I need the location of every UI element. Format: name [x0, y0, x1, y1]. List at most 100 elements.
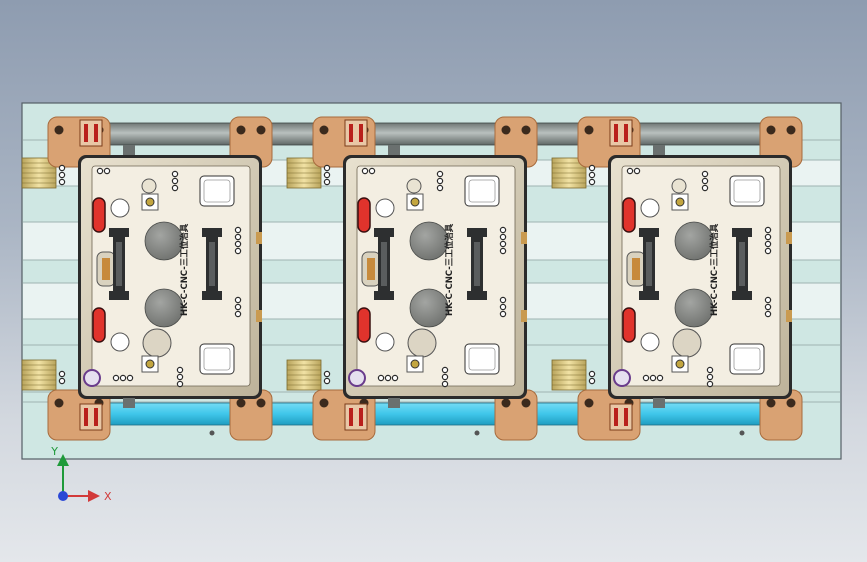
- x-axis-label: X: [104, 490, 112, 503]
- screw: [234, 303, 242, 311]
- locator-pad: [622, 197, 636, 233]
- toggle-clamp: [467, 228, 487, 300]
- screw: [58, 377, 66, 385]
- screw: [171, 177, 179, 185]
- screw: [234, 240, 242, 248]
- bolt-hole: [501, 125, 511, 135]
- screw: [764, 303, 772, 311]
- dowel: [653, 398, 665, 408]
- sensor-dot: [410, 359, 420, 369]
- side-connector-bottom: [21, 359, 57, 391]
- screw: [176, 373, 184, 381]
- fixture-station-2: HK-C-CNC-三工位治具: [286, 116, 538, 441]
- bolt-hole: [584, 125, 594, 135]
- bolt-hole: [236, 125, 246, 135]
- bolt-hole: [786, 398, 796, 408]
- support-pad: [729, 343, 765, 375]
- bushing: [110, 198, 130, 218]
- screw: [176, 380, 184, 388]
- screw: [384, 374, 392, 382]
- screw: [588, 370, 596, 378]
- screw: [176, 366, 184, 374]
- screw: [499, 247, 507, 255]
- toggle-clamp: [639, 228, 659, 300]
- rail-screw: [474, 430, 480, 436]
- screw: [441, 373, 449, 381]
- screw: [499, 226, 507, 234]
- screw: [588, 164, 596, 172]
- screw: [588, 377, 596, 385]
- side-connector-bottom: [551, 359, 587, 391]
- screw: [171, 170, 179, 178]
- screw: [633, 167, 641, 175]
- side-stop: [786, 232, 792, 244]
- screw: [626, 167, 634, 175]
- terminal-block: [344, 119, 368, 147]
- locating-disc: [409, 221, 449, 261]
- bolt-hole: [54, 398, 64, 408]
- screw: [441, 366, 449, 374]
- purple-pin: [348, 369, 366, 387]
- fixture-station-1: HK-C-CNC-三工位治具: [21, 116, 273, 441]
- bolt-hole: [521, 398, 531, 408]
- locator-pad: [357, 307, 371, 343]
- fixture-label: HK-C-CNC-三工位治具: [444, 223, 455, 316]
- coordinate-triad: Y X: [50, 445, 112, 503]
- support-pad: [729, 175, 765, 207]
- terminal-block: [609, 119, 633, 147]
- screw: [764, 226, 772, 234]
- support-pad: [199, 175, 235, 207]
- terminal-block: [344, 403, 368, 431]
- locator-pad: [92, 307, 106, 343]
- screw: [126, 374, 134, 382]
- screw: [96, 167, 104, 175]
- side-stop: [786, 310, 792, 322]
- screw: [588, 171, 596, 179]
- support-pad: [464, 343, 500, 375]
- bolt-hole: [54, 125, 64, 135]
- purple-pin: [83, 369, 101, 387]
- screw: [649, 374, 657, 382]
- screw: [441, 380, 449, 388]
- bushing: [640, 198, 660, 218]
- screw: [499, 310, 507, 318]
- screw: [377, 374, 385, 382]
- bolt-hole: [256, 398, 266, 408]
- side-stop: [256, 310, 262, 322]
- locator-pad: [622, 307, 636, 343]
- screw: [436, 170, 444, 178]
- terminal-block: [79, 119, 103, 147]
- screw: [58, 370, 66, 378]
- screw: [361, 167, 369, 175]
- terminal-block: [79, 403, 103, 431]
- toggle-clamp: [374, 228, 394, 300]
- screw: [391, 374, 399, 382]
- screw: [112, 374, 120, 382]
- sensor-dot: [675, 359, 685, 369]
- locating-disc: [144, 221, 184, 261]
- screw: [499, 296, 507, 304]
- screw: [588, 178, 596, 186]
- fixture-label: HK-C-CNC-三工位治具: [709, 223, 720, 316]
- bolt-hole: [521, 125, 531, 135]
- bolt-hole: [319, 398, 329, 408]
- locating-disc: [144, 288, 184, 328]
- side-connector-bottom: [286, 359, 322, 391]
- screw: [58, 164, 66, 172]
- rail-screw: [739, 430, 745, 436]
- bushing: [110, 332, 130, 352]
- screw: [234, 310, 242, 318]
- bolt-hole: [256, 125, 266, 135]
- screw: [58, 171, 66, 179]
- screw: [234, 233, 242, 241]
- tray-face: [91, 165, 251, 387]
- side-stop: [521, 232, 527, 244]
- dowel: [388, 398, 400, 408]
- dowel: [123, 398, 135, 408]
- pin: [406, 178, 422, 194]
- screw: [119, 374, 127, 382]
- screw: [642, 374, 650, 382]
- fixture-station-3: HK-C-CNC-三工位治具: [551, 116, 803, 441]
- y-axis-label: Y: [50, 445, 58, 458]
